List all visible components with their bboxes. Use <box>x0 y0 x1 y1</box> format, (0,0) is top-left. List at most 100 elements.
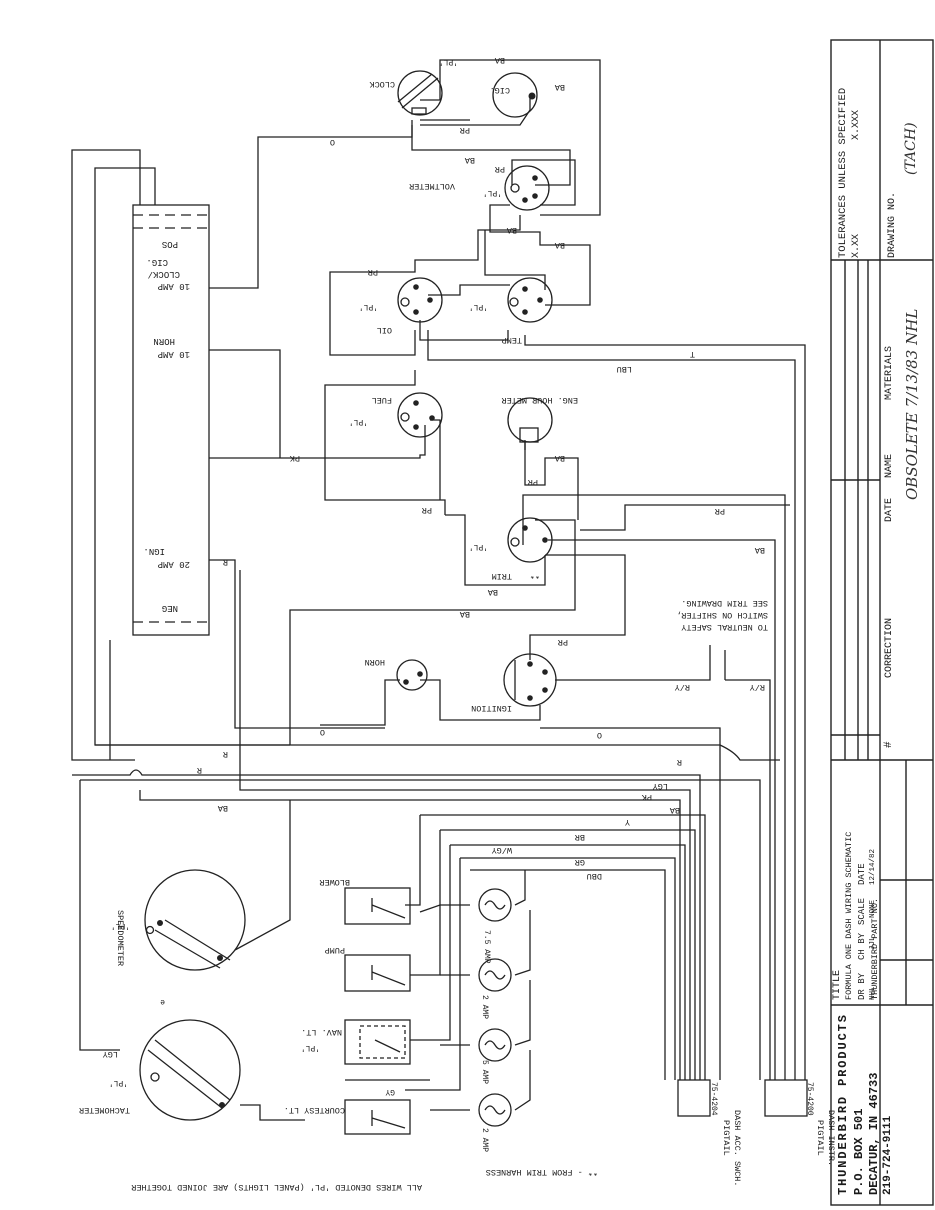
oil-gauge: OIL 'PL' <box>359 277 443 335</box>
clock-pl: 'PL' <box>439 57 458 66</box>
wire-label-r-ign: R <box>223 557 228 567</box>
wire-label-gr: GR <box>575 857 585 867</box>
wire-label-r-1: R <box>223 749 228 759</box>
note-panel-lights: ALL WIRES DENOTED 'PL' (PANEL LIGHTS) AR… <box>131 1182 422 1192</box>
wire-label-r-3: R <box>677 757 682 767</box>
wire-label-pr-ign: PR <box>558 637 568 647</box>
correction-label: CORRECTION <box>884 618 895 678</box>
materials-label: MATERIALS <box>884 346 895 400</box>
wire-label-pr-oil: PR <box>368 267 378 277</box>
fuse-panel-f2-line1: 10 AMP <box>158 349 190 359</box>
part-no-label: THUNDERBIRD PART NO. <box>870 898 880 1000</box>
wire-label-ba-3: BA <box>669 805 680 815</box>
date-value: 12/14/82 <box>869 849 877 885</box>
fuse-panel-f1-line3: CIG. <box>146 257 168 267</box>
drawing-title: FORMULA ONE DASH WIRING SCHEMATIC <box>844 832 854 1000</box>
fuse-panel-f3-line2: IGN. <box>143 546 165 556</box>
wire-label-wgy: W/GY <box>492 845 512 855</box>
pigtail-dash-instr: 75-4200 PIGTAIL DASH INSTR. <box>764 1079 836 1166</box>
courtesy-light-label: COURTESY LT. <box>284 1105 345 1115</box>
wire-label-pr-trim: PR <box>715 506 725 516</box>
wire-label-o-horn: O <box>320 727 325 737</box>
wire-label-pk: PK <box>289 453 300 463</box>
wire-label-pr-fuel: PR <box>422 505 432 515</box>
handwritten-obsolete: OBSOLETE 7/13/83 NHL <box>903 309 921 500</box>
nav-light-label: NAV. LT. <box>301 1027 342 1037</box>
handwritten-tach: (TACH) <box>903 122 919 175</box>
fuse-panel-f2-line2: HORN <box>153 336 175 346</box>
voltmeter-label: VOLTMETER <box>409 181 455 191</box>
trim-gauge: TRIM ** 'PL' <box>469 517 553 581</box>
wire-label-dbu: DBU <box>587 871 602 881</box>
wire-label-lgy-tach: LGY <box>103 1049 118 1059</box>
voltmeter-pl: 'PL' <box>483 188 502 197</box>
fuse-2-amp-b: 2 AMP <box>478 1093 512 1152</box>
blower-label: BLOWER <box>319 877 350 887</box>
trim-mark: ** <box>530 570 540 580</box>
tolerance-xxx: X.XXX <box>851 110 862 140</box>
revision-hash: # <box>883 741 895 748</box>
fuel-pl: 'PL' <box>349 417 368 426</box>
hour-meter-label: ENG. HOUR METER <box>501 395 578 405</box>
wire-label-o-top: O <box>330 137 335 147</box>
fuse-7-5-label: 7.5 AMP <box>482 930 491 964</box>
temp-label: TEMP <box>502 335 522 345</box>
pigtail-1-label-2: DASH ACC. SWCH. <box>732 1110 742 1187</box>
horn-label: HORN <box>365 657 385 667</box>
drawing-no-label: DRAWING NO. <box>887 192 898 258</box>
tachometer-gauge: TACHOMETER 'PL' <box>79 1019 241 1121</box>
clock-gauge: CLOCK 'PL' <box>369 57 458 116</box>
wire-label-ry-2: R/Y <box>750 682 765 692</box>
speedometer-pl: 'PL' <box>111 921 130 930</box>
wire-label-ba-top: BA <box>494 55 505 65</box>
wire-labels: BA BA PR O BA PR BA BA PR T LBU PK BA PR… <box>103 55 765 1059</box>
fuse-panel-neg-label: NEG <box>162 603 178 613</box>
speedometer-label: SPEEDOMETER <box>115 910 125 966</box>
cig-lighter: CIG. <box>490 72 538 118</box>
wire-label-br: BR <box>575 832 585 842</box>
wire-label-lbu: LBU <box>617 364 632 374</box>
wire-label-ba-mid: BA <box>459 609 470 619</box>
wire-label-ba-cig: BA <box>554 82 565 92</box>
pigtail-1-part: 75-4204 <box>709 1082 718 1116</box>
wire-label-ry-1: R/Y <box>675 682 690 692</box>
oil-label: OIL <box>377 325 392 335</box>
ch-by-value: JJL <box>869 936 877 950</box>
fuse-2-amp-b-label: 2 AMP <box>480 1128 489 1152</box>
tolerance-xx: X.XX <box>851 234 862 258</box>
fuse-panel-f1-line1: 10 AMP <box>158 281 190 291</box>
company-address-1: P.O. BOX 501 <box>852 1109 866 1195</box>
tachometer-pl: 'PL' <box>109 1078 128 1087</box>
wire-label-ba-volt: BA <box>464 155 475 165</box>
small-mark: e <box>160 997 165 1006</box>
title-block: TOLERANCES UNLESS SPECIFIED X.XX X.XXX D… <box>830 39 934 1206</box>
tolerances-label: TOLERANCES UNLESS SPECIFIED <box>837 88 849 258</box>
trim-pl: 'PL' <box>469 542 488 551</box>
pigtail-2-label-2: DASH INSTR. <box>826 1110 836 1166</box>
wire-label-pk-2: PK <box>641 792 652 802</box>
fuse-2-amp-a-label: 2 AMP <box>480 995 489 1019</box>
revision-date-label: DATE <box>884 498 895 522</box>
date-label: DATE <box>857 863 867 885</box>
wire-label-o-ign: O <box>597 730 602 740</box>
note-trim-harness: ** - FROM TRIM HARNESS <box>486 1167 598 1177</box>
voltmeter-gauge: VOLTMETER 'PL' <box>409 165 550 211</box>
name-label: NAME <box>884 454 895 478</box>
wire-label-ba-volt-2: BA <box>506 225 517 235</box>
wire-label-t: T <box>690 349 695 359</box>
wire-label-ba-trim-2: BA <box>487 587 498 597</box>
scale-label: SCALE <box>857 898 867 925</box>
wire-label-r-2: R <box>197 765 202 775</box>
blower-switch: BLOWER <box>319 877 411 925</box>
wire-label-ba-trim: BA <box>754 545 765 555</box>
clock-label: CLOCK <box>369 79 395 89</box>
temp-pl: 'PL' <box>469 302 488 311</box>
drawing-title-label: TITLE <box>832 970 843 1000</box>
fuse-2-amp-a: 2 AMP <box>478 958 512 1019</box>
nav-light-gy-wire: GY <box>385 1087 395 1096</box>
wire-label-ba-hour: BA <box>554 453 565 463</box>
company-name: THUNDERBIRD PRODUCTS <box>836 1015 850 1195</box>
pigtail-2-label-1: PIGTAIL <box>815 1120 825 1156</box>
fuse-panel-f3-line1: 20 AMP <box>158 559 190 569</box>
